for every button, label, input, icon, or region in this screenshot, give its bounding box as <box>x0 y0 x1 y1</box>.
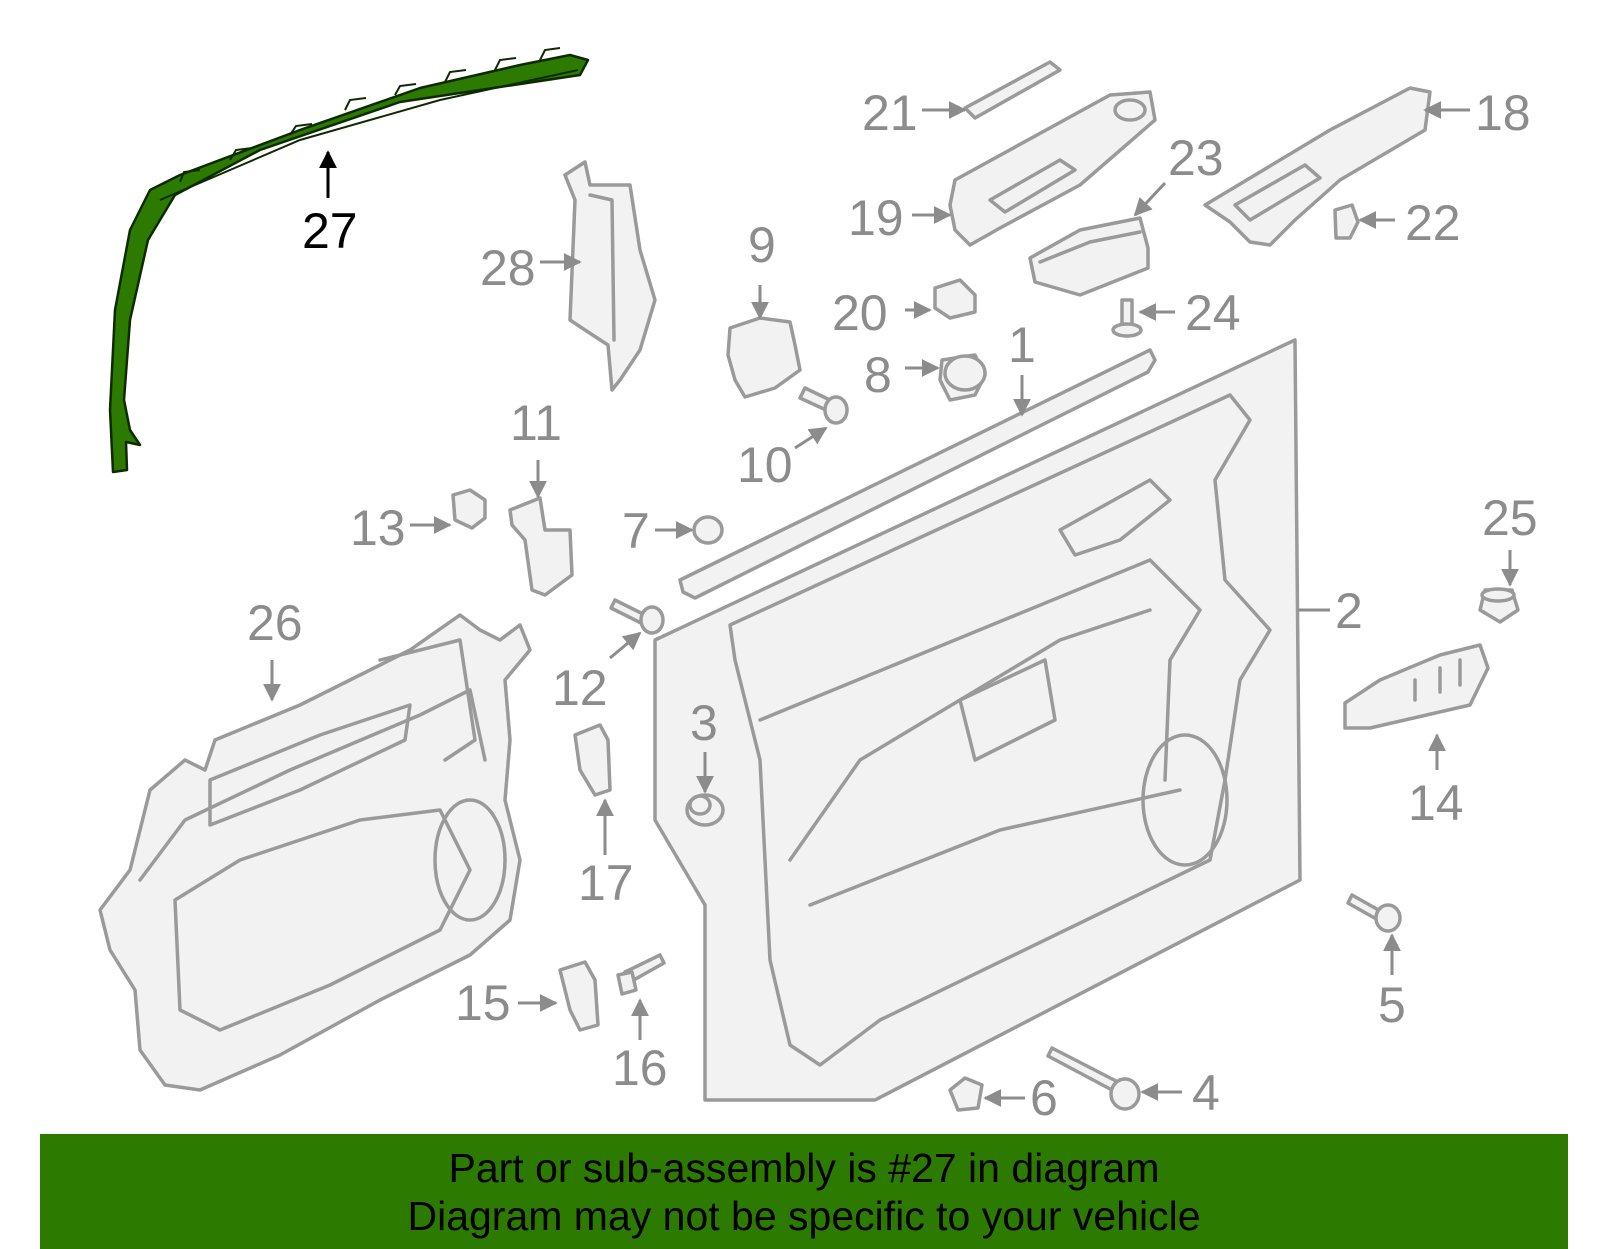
part-1-belt-molding[interactable] <box>678 348 1157 600</box>
part-26-door-module[interactable] <box>98 613 532 1092</box>
part-8-bumper[interactable] <box>938 353 987 402</box>
callout-25: 25 <box>1482 490 1538 546</box>
callout-15: 15 <box>455 975 511 1031</box>
part-20-clip[interactable] <box>933 278 977 320</box>
callout-1: 1 <box>1008 317 1036 373</box>
part-18-armrest-bezel[interactable] <box>1203 86 1432 247</box>
part-22-clip[interactable] <box>1333 203 1360 240</box>
part-14-door-handle[interactable] <box>1343 643 1490 730</box>
callout-18: 18 <box>1475 85 1531 141</box>
callout-17: 17 <box>578 855 634 911</box>
callout-7: 7 <box>622 503 650 559</box>
callout-24: 24 <box>1185 285 1241 341</box>
callout-19: 19 <box>848 190 904 246</box>
leader-23 <box>1133 181 1167 217</box>
callout-12: 12 <box>552 660 608 716</box>
info-banner: Part or sub-assembly is #27 in diagram D… <box>40 1134 1568 1249</box>
callout-2: 2 <box>1335 583 1363 639</box>
part-15-cap[interactable] <box>558 960 600 1032</box>
callout-23: 23 <box>1168 130 1224 186</box>
part-21-trim-strip[interactable] <box>963 60 1062 120</box>
part-11-bracket[interactable] <box>508 496 574 597</box>
banner-line-2: Diagram may not be specific to your vehi… <box>407 1192 1201 1239</box>
callout-22: 22 <box>1405 195 1461 251</box>
callout-labels: 27 28 9 10 8 20 21 19 23 18 22 24 1 2 25… <box>247 85 1538 1126</box>
callout-14: 14 <box>1408 775 1464 831</box>
callout-20: 20 <box>832 285 888 341</box>
callout-11: 11 <box>510 395 562 451</box>
part-5-bolt[interactable] <box>1346 893 1402 933</box>
part-7-clip[interactable] <box>692 515 724 545</box>
leader-12 <box>609 631 642 660</box>
part-23-window-switch[interactable] <box>1028 216 1150 297</box>
part-2-door-trim-panel[interactable] <box>653 338 1302 1102</box>
callout-8: 8 <box>864 347 892 403</box>
part-12-bolt[interactable] <box>609 598 665 635</box>
part-24-pin[interactable] <box>1111 298 1143 338</box>
callout-26: 26 <box>247 595 303 651</box>
part-9-bracket[interactable] <box>726 316 802 399</box>
part-27-weatherstrip[interactable] <box>108 47 590 474</box>
part-4-bolt[interactable] <box>1046 1046 1141 1111</box>
part-3-grommet[interactable] <box>685 793 725 827</box>
callout-16: 16 <box>612 1040 668 1096</box>
part-28-pillar-trim[interactable] <box>563 160 657 392</box>
callout-5: 5 <box>1378 977 1406 1033</box>
part-17-bracket[interactable] <box>573 723 612 797</box>
callout-27: 27 <box>302 203 358 259</box>
part-25-push-pin[interactable] <box>1478 587 1520 624</box>
callout-9: 9 <box>748 217 776 273</box>
part-10-bolt[interactable] <box>798 386 849 425</box>
part-13-clip[interactable] <box>451 488 487 530</box>
leader-lines <box>263 101 1519 1107</box>
callout-21: 21 <box>862 85 918 141</box>
callout-10: 10 <box>737 437 793 493</box>
banner-line-1: Part or sub-assembly is #27 in diagram <box>448 1144 1160 1191</box>
part-19-bezel[interactable] <box>948 90 1157 247</box>
callout-13: 13 <box>350 500 406 556</box>
callout-28: 28 <box>480 240 536 296</box>
callout-4: 4 <box>1192 1065 1220 1121</box>
part-16-bolt[interactable] <box>616 953 666 996</box>
part-6-clip[interactable] <box>948 1076 984 1112</box>
leader-10 <box>794 426 828 450</box>
callout-6: 6 <box>1030 1070 1058 1126</box>
callout-3: 3 <box>690 695 718 751</box>
